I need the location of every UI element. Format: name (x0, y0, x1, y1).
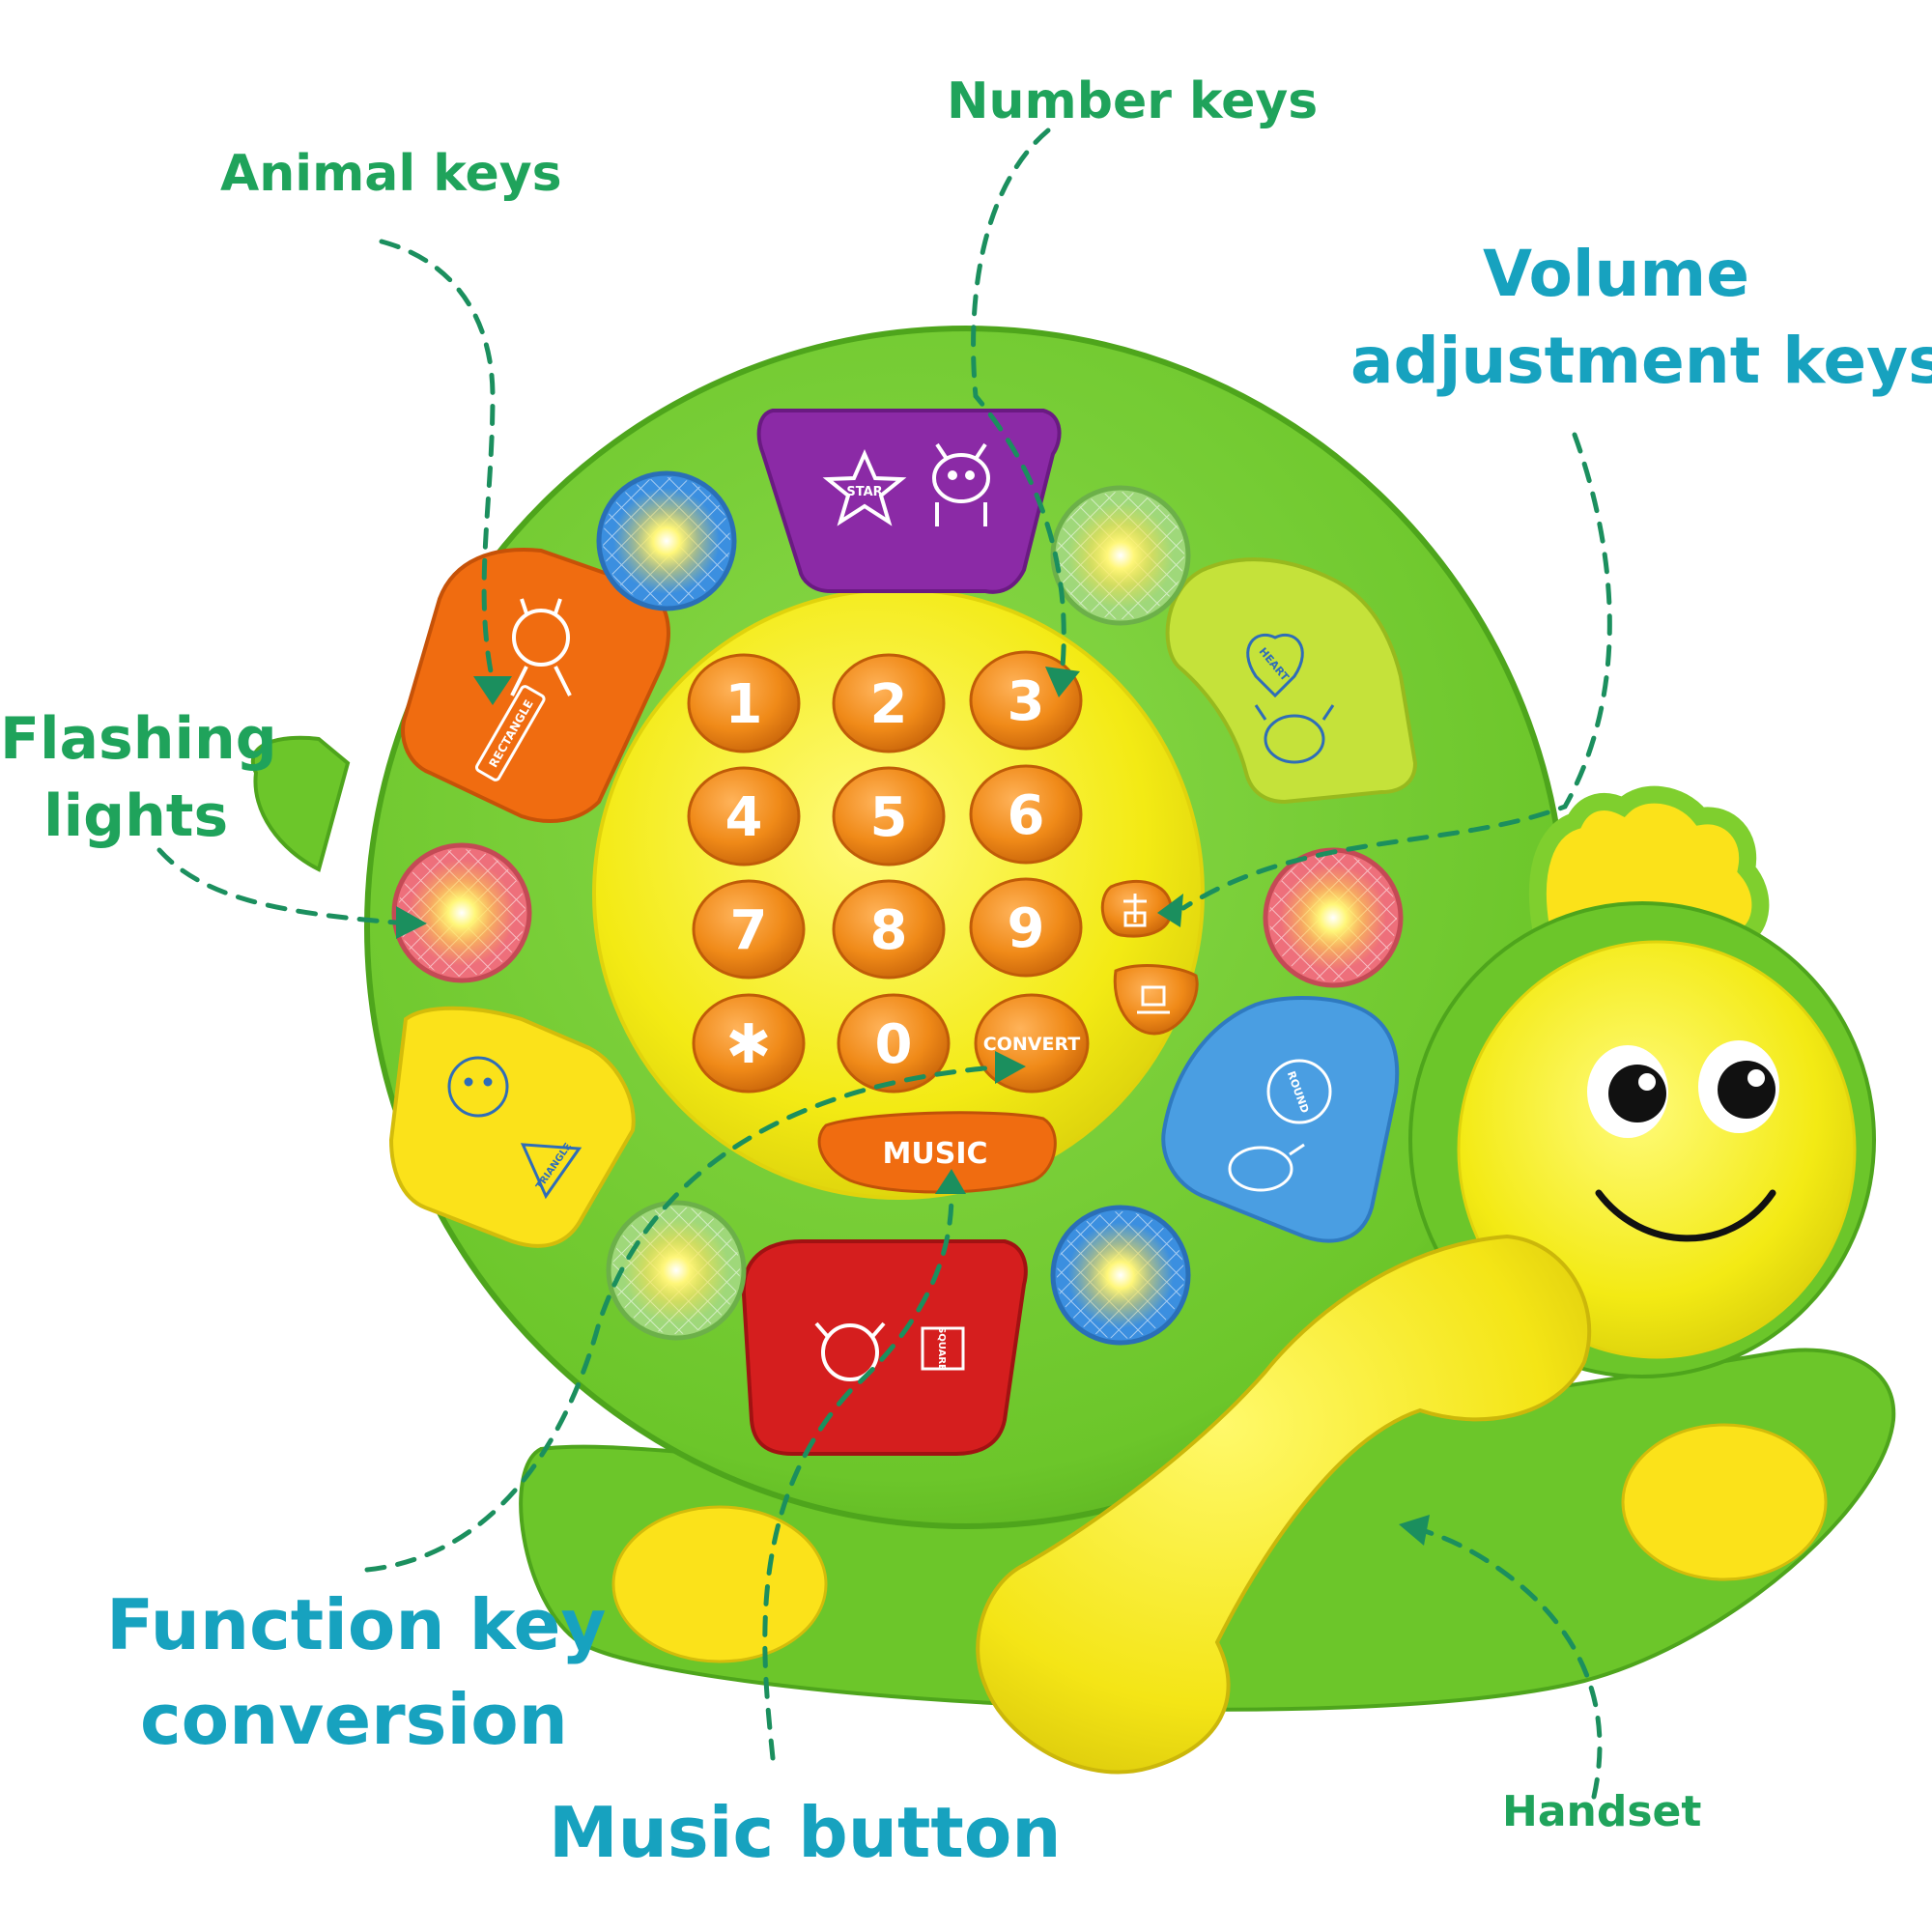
leader-number-keys (971, 128, 1066, 669)
svg-text:0: 0 (875, 1013, 913, 1076)
callout-music-button: Music button (549, 1792, 1062, 1873)
sheep-icon (447, 1056, 509, 1118)
number-key-6[interactable]: 6 (969, 764, 1083, 865)
eye-left (1587, 1045, 1668, 1138)
volume-down-key[interactable] (1113, 964, 1199, 1036)
handset-body (976, 1234, 1592, 1775)
callout-flashing-line1: Flashing (0, 705, 277, 773)
volume-up-key[interactable] (1100, 879, 1173, 938)
leader-arrowheads (396, 667, 1430, 1546)
svg-text:5: 5 (870, 786, 908, 849)
leader-handset (1422, 1528, 1603, 1800)
animal-key-square[interactable]: SQUARE (741, 1239, 1028, 1456)
square-label: SQUARE (936, 1326, 947, 1371)
shape-keys: STAR RECTANGLE HEART (388, 409, 1418, 1456)
flashing-light-blue-bottom (1050, 1205, 1191, 1346)
arrowhead-handset (1399, 1515, 1430, 1546)
tiger-icon (510, 598, 572, 696)
svg-text:9: 9 (1008, 897, 1045, 960)
base-foot-right (1621, 1423, 1828, 1581)
svg-text:6: 6 (1008, 784, 1045, 847)
leader-flashing-lights (156, 847, 399, 925)
number-key-2[interactable]: 2 (832, 653, 946, 753)
number-key-8[interactable]: 8 (832, 879, 946, 980)
flashing-lights (391, 470, 1404, 1346)
animal-key-star[interactable]: STAR (756, 409, 1062, 594)
star-icon (822, 449, 907, 526)
leader-lines (156, 128, 1612, 1800)
svg-text:4: 4 (725, 786, 763, 849)
animal-key-rectangle[interactable]: RECTANGLE (401, 548, 670, 823)
number-key-3[interactable]: 3 (969, 650, 1083, 751)
svg-text:3: 3 (1008, 670, 1045, 733)
leader-music-button (762, 1190, 954, 1761)
smile (1595, 1189, 1776, 1242)
number-keypad: 1 2 3 4 5 6 7 8 (687, 650, 1199, 1194)
number-key-1[interactable]: 1 (687, 653, 801, 753)
svg-text:2: 2 (870, 673, 908, 736)
heart-icon (1246, 633, 1304, 698)
flashing-light-green-bottom (606, 1200, 747, 1341)
callout-handset: Handset (1502, 1787, 1702, 1836)
number-key-0[interactable]: 0 (837, 993, 951, 1094)
eye-right (1698, 1040, 1779, 1133)
base-foot-left (611, 1505, 828, 1663)
flashing-light-red-left (391, 842, 532, 983)
arrowhead-volume (1157, 894, 1183, 927)
animal-key-triangle[interactable]: TRIANGLE (388, 1006, 636, 1248)
arrowhead-music (935, 1169, 966, 1194)
svg-text:CONVERT: CONVERT (983, 1034, 1080, 1055)
number-key-7[interactable]: 7 (692, 879, 806, 980)
callout-volume-line2: adjustment keys (1350, 324, 1932, 398)
handset[interactable] (611, 1234, 1828, 1775)
arrowhead-number (1045, 667, 1080, 697)
goat-icon (1254, 704, 1335, 764)
callout-function-line2: conversion (140, 1679, 568, 1760)
animal-key-round[interactable]: ROUND (1161, 996, 1400, 1243)
tail-fin (250, 735, 351, 872)
svg-text:8: 8 (870, 899, 908, 962)
flashing-light-green-top (1050, 485, 1191, 626)
svg-text:MUSIC: MUSIC (883, 1137, 988, 1171)
svg-text:7: 7 (730, 899, 768, 962)
flashing-light-red-right (1263, 847, 1404, 988)
hen-icon (1228, 1143, 1305, 1192)
leader-function-key (364, 1065, 998, 1573)
cow-icon (932, 442, 990, 526)
callout-number-keys: Number keys (947, 72, 1319, 130)
callout-volume-line1: Volume (1483, 237, 1749, 311)
number-key-5[interactable]: 5 (832, 766, 946, 867)
animal-key-heart[interactable]: HEART (1165, 557, 1418, 805)
callout-function-line1: Function key (106, 1584, 607, 1665)
convert-key[interactable]: CONVERT (974, 993, 1090, 1094)
callout-animal-keys: Animal keys (220, 145, 562, 203)
callout-flashing-line2: lights (43, 782, 229, 850)
volume-down-icon (1137, 985, 1170, 1014)
star-key[interactable]: ✱ (692, 993, 806, 1094)
svg-text:✱: ✱ (726, 1013, 772, 1076)
flashing-light-blue-top (596, 470, 737, 611)
arrowhead-animal (473, 676, 512, 705)
dog-icon (814, 1321, 886, 1381)
leader-animal-keys (379, 239, 496, 684)
volume-up-icon (1123, 894, 1147, 927)
arrowhead-flashing (396, 906, 427, 939)
music-key[interactable]: MUSIC (817, 1111, 1057, 1194)
leader-volume-keys (1180, 432, 1612, 911)
number-key-4[interactable]: 4 (687, 766, 801, 867)
arrowhead-function (995, 1051, 1026, 1084)
star-label: STAR (846, 485, 882, 499)
svg-text:1: 1 (725, 673, 763, 736)
number-key-9[interactable]: 9 (969, 877, 1083, 978)
